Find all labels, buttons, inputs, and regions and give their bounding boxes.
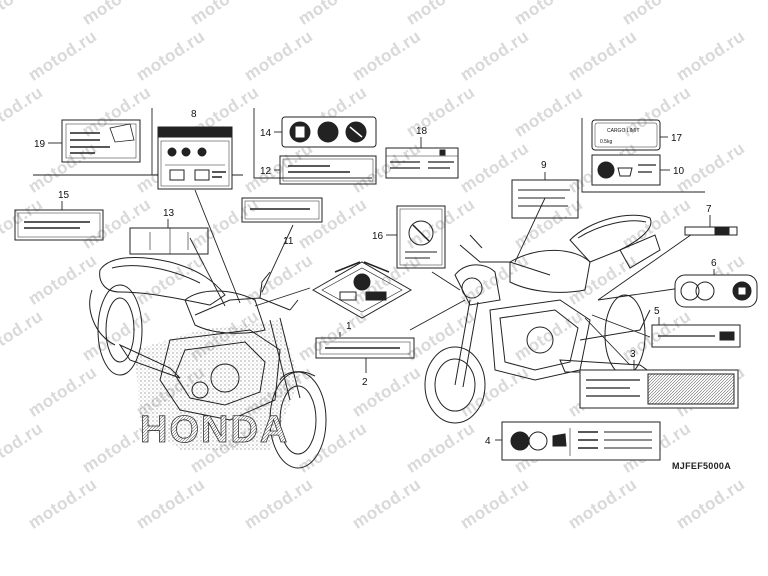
label-6: [674, 274, 758, 308]
callout-13: 13: [163, 208, 175, 219]
label-17-title: CARGO LIMIT: [607, 128, 640, 134]
label-1: [311, 261, 413, 319]
diagram-code: MJFEF5000A: [672, 461, 732, 471]
label-17: [591, 119, 661, 151]
label-17-weight: 0.5kg: [600, 139, 612, 145]
label-12: [279, 155, 377, 185]
callout-14: 14: [260, 128, 272, 139]
callout-18: 18: [416, 126, 428, 137]
label-16: [396, 205, 446, 269]
label-3: [579, 369, 739, 409]
callout-numbers: 19 8 14 12 18 17 10 9 15 13 11 16 7 6 1 …: [34, 109, 717, 447]
callout-12: 12: [260, 166, 272, 177]
callout-2: 2: [362, 377, 368, 388]
callout-5: 5: [654, 306, 660, 317]
leader-lines: [33, 108, 705, 366]
callout-ticks: [48, 131, 715, 441]
label-19: [61, 119, 141, 163]
label-11: [241, 197, 323, 223]
callout-7: 7: [706, 204, 712, 215]
left-motorcycle-outline: [89, 257, 327, 469]
callout-17: 17: [671, 133, 683, 144]
label-14: [281, 116, 377, 148]
callout-11: 11: [283, 236, 294, 247]
label-5: [651, 324, 741, 348]
label-2: [315, 337, 415, 359]
callout-3: 3: [630, 349, 636, 360]
label-4: [501, 421, 661, 461]
label-7: [684, 226, 738, 236]
label-10: [591, 154, 661, 186]
callout-8: 8: [191, 109, 197, 120]
callout-16: 16: [372, 231, 384, 242]
callout-15: 15: [58, 190, 70, 201]
callout-19: 19: [34, 139, 46, 150]
label-15: [14, 209, 104, 241]
callout-4: 4: [485, 436, 491, 447]
label-13: [129, 227, 209, 255]
callout-1: 1: [346, 321, 352, 332]
callout-10: 10: [673, 166, 685, 177]
callout-6: 6: [711, 258, 717, 269]
label-8: [157, 126, 233, 190]
label-18: [385, 147, 459, 179]
callout-9: 9: [541, 160, 547, 171]
honda-wordmark: HONDA: [140, 409, 289, 451]
right-motorcycle-outline: [424, 214, 661, 424]
